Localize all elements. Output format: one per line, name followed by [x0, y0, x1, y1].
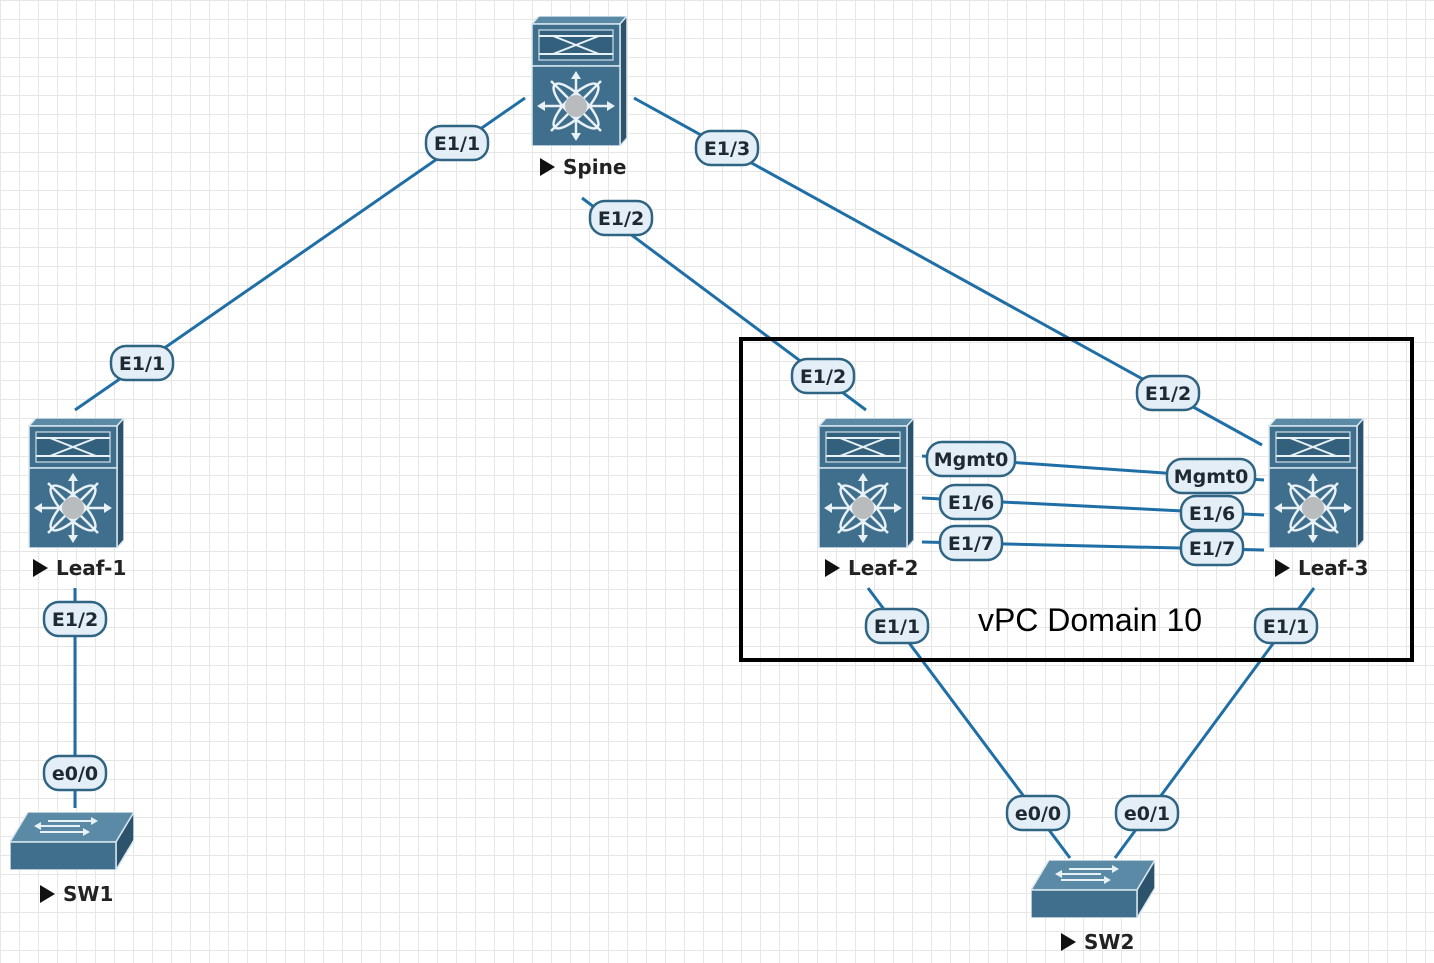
port-label-text: E1/7 — [948, 533, 994, 555]
port-label[interactable]: Mgmt0 — [925, 440, 1017, 478]
node-leaf2[interactable]: Leaf-2 — [817, 418, 918, 580]
node-leaf3[interactable]: Leaf-3 — [1267, 418, 1368, 580]
links — [73, 96, 1316, 859]
node-label-spine: Spine — [563, 155, 626, 179]
port-label[interactable]: E1/2 — [588, 199, 654, 237]
port-label-text: E1/1 — [434, 133, 480, 155]
vpc-domain-box — [739, 337, 1414, 662]
play-icon[interactable] — [40, 885, 55, 903]
nexus-switch-icon — [27, 418, 124, 548]
port-label[interactable]: E1/6 — [1179, 494, 1245, 532]
port-label-text: E1/1 — [119, 353, 165, 375]
nexus-switch-icon — [817, 418, 914, 548]
port-label[interactable]: E1/1 — [424, 124, 490, 162]
node-label-sw1: SW1 — [63, 882, 113, 906]
vpc-domain-label: vPC Domain 10 — [978, 602, 1202, 638]
port-label-text: Mgmt0 — [1174, 466, 1249, 488]
node-label-sw2: SW2 — [1084, 930, 1134, 954]
vpc-domain: vPC Domain 10 — [739, 337, 1414, 662]
port-label-text: Mgmt0 — [934, 449, 1009, 471]
port-label-text: e0/1 — [1124, 803, 1170, 825]
port-label-text: E1/2 — [598, 208, 644, 230]
node-sw1[interactable]: SW1 — [10, 812, 134, 906]
port-label[interactable]: E1/2 — [1135, 374, 1201, 412]
play-icon[interactable] — [33, 559, 48, 577]
port-label-text: E1/1 — [1263, 616, 1309, 638]
port-label-text: E1/3 — [704, 138, 750, 160]
port-label[interactable]: E1/2 — [42, 600, 108, 638]
port-label[interactable]: E1/1 — [1253, 607, 1319, 645]
port-label[interactable]: e0/0 — [42, 754, 108, 792]
port-label[interactable]: E1/1 — [864, 607, 930, 645]
nexus-switch-icon — [1267, 418, 1364, 548]
port-label[interactable]: E1/7 — [1179, 529, 1245, 567]
port-label-text: e0/0 — [52, 763, 98, 785]
port-label-text: E1/2 — [800, 366, 846, 388]
play-icon[interactable] — [1061, 933, 1076, 951]
play-icon[interactable] — [825, 559, 840, 577]
port-label-text: E1/6 — [948, 492, 994, 514]
port-label[interactable]: E1/1 — [109, 344, 175, 382]
node-spine[interactable]: Spine — [530, 16, 627, 179]
port-label-text: E1/6 — [1189, 503, 1235, 525]
port-label[interactable]: E1/6 — [938, 483, 1004, 521]
node-label-leaf3: Leaf-3 — [1298, 556, 1368, 580]
nexus-switch-icon — [530, 16, 627, 146]
play-icon[interactable] — [540, 158, 555, 176]
port-label-text: E1/2 — [52, 609, 98, 631]
port-label[interactable]: E1/3 — [694, 129, 760, 167]
port-label[interactable]: e0/0 — [1005, 794, 1071, 832]
node-label-leaf1: Leaf-1 — [56, 556, 126, 580]
layer2-switch-icon — [10, 812, 134, 870]
node-sw2[interactable]: SW2 — [1031, 860, 1155, 954]
port-label-text: e0/0 — [1015, 803, 1061, 825]
node-leaf1[interactable]: Leaf-1 — [27, 418, 126, 580]
port-label-text: E1/7 — [1189, 538, 1235, 560]
play-icon[interactable] — [1275, 559, 1290, 577]
port-label[interactable]: Mgmt0 — [1165, 457, 1257, 495]
layer2-switch-icon — [1031, 860, 1155, 918]
port-label[interactable]: e0/1 — [1114, 794, 1180, 832]
port-labels: E1/1 E1/1 E1/2 E1/2 E1/3 E1/2 E1/2 e0/0 — [42, 124, 1319, 832]
port-label[interactable]: E1/2 — [790, 357, 856, 395]
node-label-leaf2: Leaf-2 — [848, 556, 918, 580]
port-label-text: E1/2 — [1145, 383, 1191, 405]
port-label[interactable]: E1/7 — [938, 524, 1004, 562]
port-label-text: E1/1 — [874, 616, 920, 638]
